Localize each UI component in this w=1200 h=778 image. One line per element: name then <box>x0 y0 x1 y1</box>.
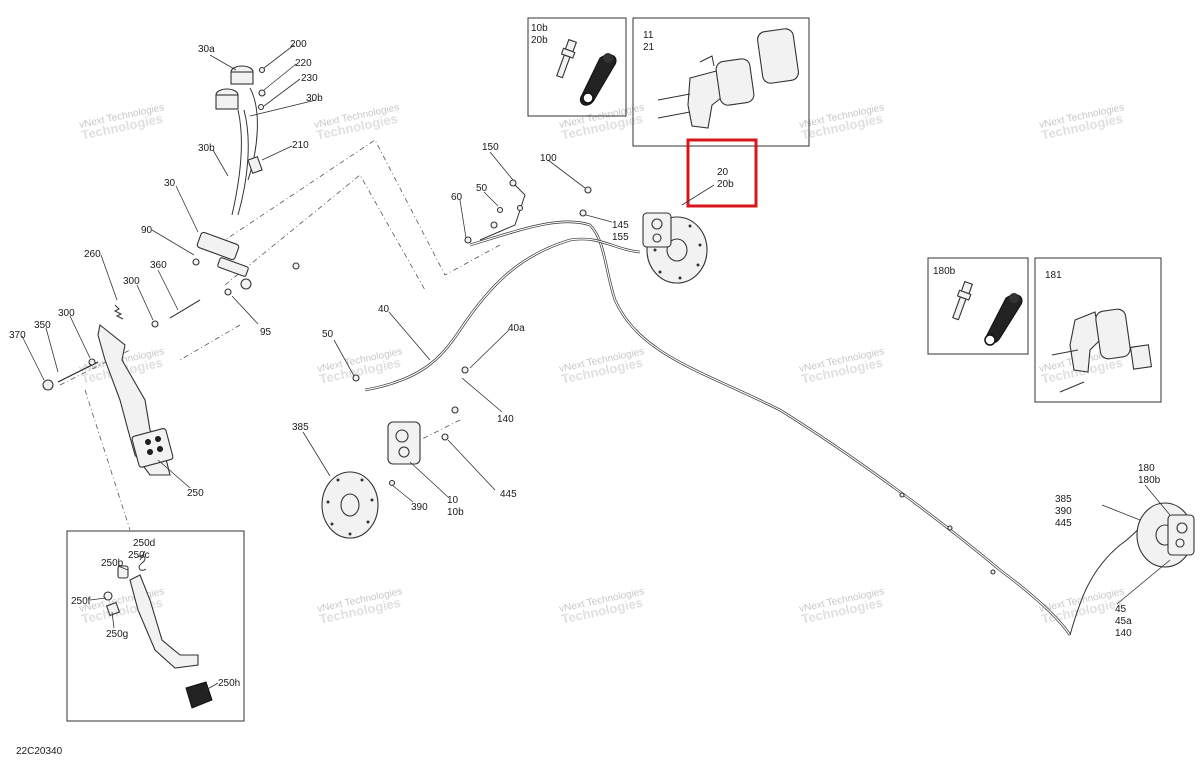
callout-95: 95 <box>260 327 272 338</box>
inset-pedal-250 <box>66 530 245 722</box>
callout-20b-highlight: 20b <box>717 179 734 190</box>
callout-labels: 200 30a 220 230 30b 210 30b 30 90 260 30… <box>9 39 1161 689</box>
callout-40a: 40a <box>508 323 525 334</box>
callout-140-rear: 140 <box>1115 628 1132 639</box>
callout-390-rear: 390 <box>1055 506 1072 517</box>
inset-pads-181: 181 <box>1034 257 1162 403</box>
callout-181: 181 <box>1045 270 1062 281</box>
inset-pads-11-21: 11 21 <box>632 17 810 147</box>
callout-10: 10 <box>447 495 459 506</box>
callout-30: 30 <box>164 178 176 189</box>
callout-180b: 180b <box>933 266 956 277</box>
callout-50: 50 <box>476 183 488 194</box>
callout-11: 11 <box>643 30 654 41</box>
rear-brake <box>1136 502 1195 568</box>
callout-390: 390 <box>411 502 428 513</box>
callout-220: 220 <box>295 58 312 69</box>
callout-150: 150 <box>482 142 499 153</box>
front-right-brake <box>642 212 708 284</box>
callout-385-rear: 385 <box>1055 494 1072 505</box>
inset-bleeder-180b: 180b <box>927 257 1029 355</box>
callout-45a: 45a <box>1115 616 1132 627</box>
callout-385: 385 <box>292 422 309 433</box>
callout-200: 200 <box>290 39 307 50</box>
callout-30b-upper: 30b <box>306 93 323 104</box>
callout-300-lower: 300 <box>58 308 75 319</box>
callout-40: 40 <box>378 304 390 315</box>
diagram-code: 22C20340 <box>16 746 63 757</box>
callout-370: 370 <box>9 330 26 341</box>
assembly-dash-lines <box>59 139 501 531</box>
callout-250b: 250b <box>101 558 124 569</box>
inset-bleeder-10b-20b: 10b 20b <box>527 17 627 117</box>
callout-155: 155 <box>612 232 629 243</box>
front-left-brake <box>321 421 421 539</box>
master-cylinder-assembly <box>42 65 300 476</box>
callout-180: 180 <box>1138 463 1155 474</box>
callout-260: 260 <box>84 249 101 260</box>
callout-60: 60 <box>451 192 463 203</box>
callout-250g: 250g <box>106 629 128 640</box>
callout-50-lower: 50 <box>322 329 334 340</box>
callout-10b: 10b <box>531 23 548 34</box>
callout-210: 210 <box>292 140 309 151</box>
callout-21: 21 <box>643 42 655 53</box>
callout-145: 145 <box>612 220 629 231</box>
callout-100: 100 <box>540 153 557 164</box>
callout-90: 90 <box>141 225 153 236</box>
callout-350: 350 <box>34 320 51 331</box>
callout-445-rear: 445 <box>1055 518 1072 529</box>
callout-250h: 250h <box>218 678 240 689</box>
callout-45: 45 <box>1115 604 1127 615</box>
callout-30a: 30a <box>198 44 215 55</box>
callout-20: 20 <box>717 167 729 178</box>
highlighted-callout-20-20b[interactable]: 20 20b <box>681 138 758 208</box>
callout-30b: 30b <box>198 143 215 154</box>
callout-250: 250 <box>187 488 204 499</box>
callout-445: 445 <box>500 489 517 500</box>
callout-230: 230 <box>301 73 318 84</box>
leader-lines <box>21 44 1171 691</box>
callout-180b-rear: 180b <box>1138 475 1161 486</box>
brake-lines <box>352 179 1151 636</box>
callout-300: 300 <box>123 276 140 287</box>
callout-250d: 250d <box>133 538 155 549</box>
callout-140: 140 <box>497 414 514 425</box>
callout-250c: 250c <box>128 550 150 561</box>
callout-360: 360 <box>150 260 167 271</box>
callout-20b: 20b <box>531 35 548 46</box>
callout-250f: 250f <box>71 596 91 607</box>
callout-10b-lower: 10b <box>447 507 464 518</box>
